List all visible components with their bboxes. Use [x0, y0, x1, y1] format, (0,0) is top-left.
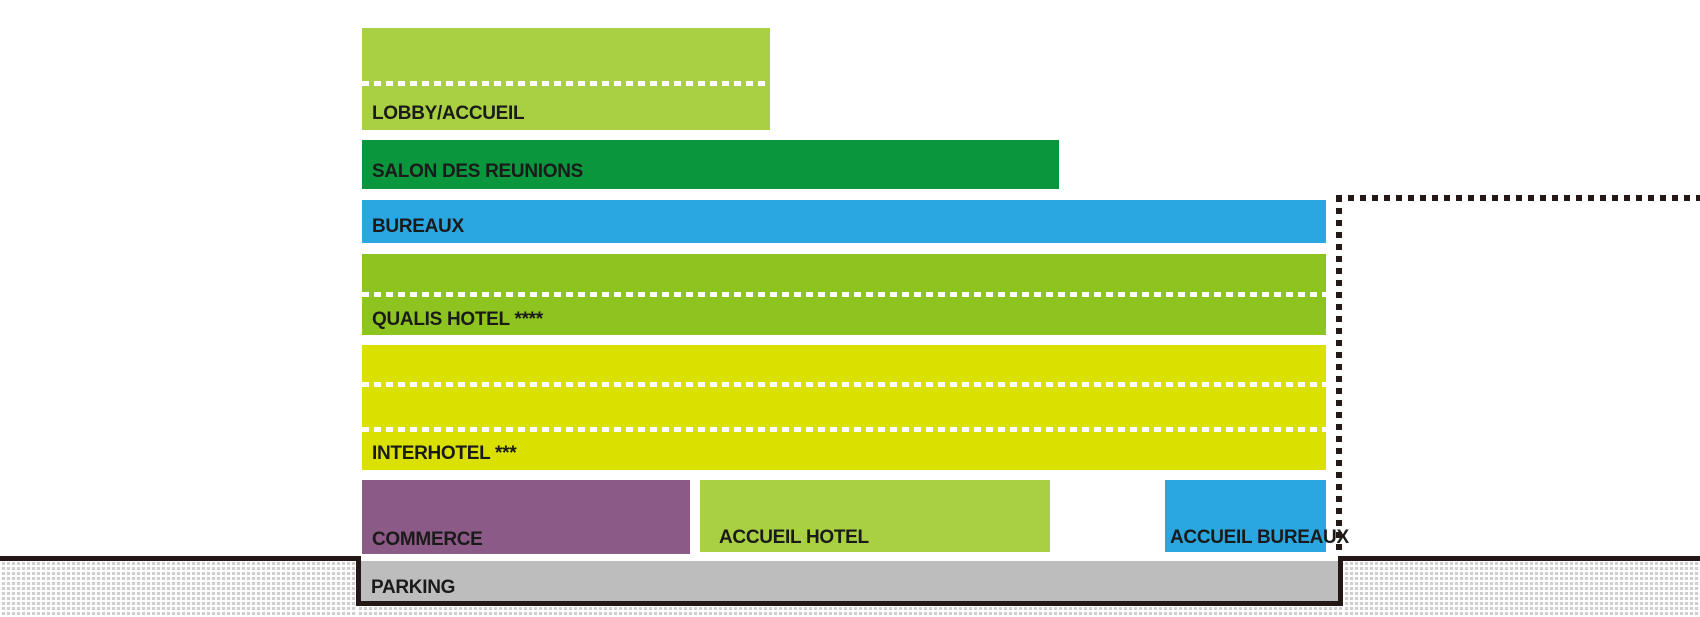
commerce-block: COMMERCE [362, 480, 690, 554]
basement-wall-left [356, 556, 361, 606]
qualis-hotel-label: QUALIS HOTEL **** [372, 309, 543, 330]
floor-divider [362, 292, 1326, 297]
basement-floor [356, 601, 1343, 606]
accueil-bureaux-label: ACCUEIL BUREAUX [1170, 527, 1349, 548]
lobby-accueil-label: LOBBY/ACCUEIL [372, 103, 525, 124]
parking-label: PARKING [371, 577, 456, 598]
floor-divider [362, 382, 1326, 387]
salon-des-reunions-block: SALON DES REUNIONS [362, 140, 1059, 189]
ground-line-right [1338, 556, 1700, 561]
salon-des-reunions-label: SALON DES REUNIONS [372, 161, 584, 182]
ground-line-left [0, 556, 361, 561]
ground-hatch-right [1343, 562, 1700, 617]
commerce-label: COMMERCE [372, 529, 483, 550]
interhotel-block: INTERHOTEL *** [362, 345, 1326, 470]
lobby-accueil-block: LOBBY/ACCUEIL [362, 28, 770, 130]
adjacent-building-outline [1336, 195, 1700, 201]
qualis-hotel-block: QUALIS HOTEL **** [362, 254, 1326, 335]
bureaux-block: BUREAUX [362, 200, 1326, 243]
interhotel-label: INTERHOTEL *** [372, 443, 517, 464]
accueil-hotel-label: ACCUEIL HOTEL [719, 527, 869, 548]
floor-divider [362, 81, 770, 86]
accueil-bureaux-block: ACCUEIL BUREAUX [1165, 480, 1349, 552]
ground-hatch-bottom [357, 607, 1343, 617]
bureaux-label: BUREAUX [372, 216, 464, 237]
basement-wall-right [1338, 556, 1343, 606]
floor-divider [362, 427, 1326, 432]
ground-hatch-left [0, 562, 357, 617]
accueil-hotel-block: ACCUEIL HOTEL [700, 480, 1050, 552]
parking-block: PARKING [361, 561, 1338, 601]
adjacent-building-outline [1336, 196, 1342, 550]
